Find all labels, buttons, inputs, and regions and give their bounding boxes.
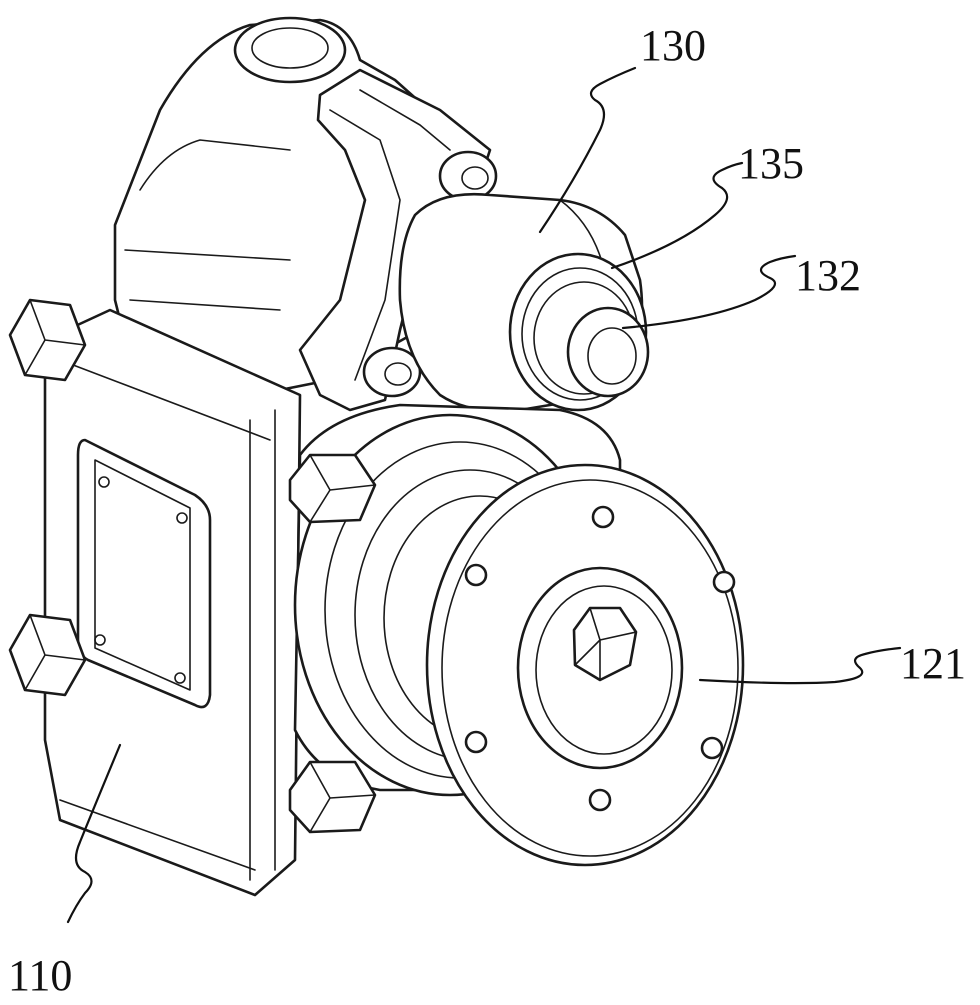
bolt-upper [290,455,375,522]
motor-130 [400,194,648,411]
label-132: 132 [795,251,861,300]
leader-132 [623,256,795,328]
label-110: 110 [8,951,72,1000]
bolt-lower [290,762,375,832]
label-121: 121 [900,639,966,688]
label-130: 130 [640,21,706,70]
flange-121 [427,465,743,865]
label-135: 135 [738,139,804,188]
